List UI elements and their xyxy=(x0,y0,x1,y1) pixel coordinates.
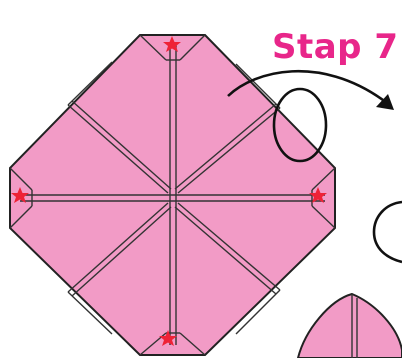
step-title: Stap 7 xyxy=(272,30,402,64)
partial-circle xyxy=(374,202,402,262)
next-step-preview xyxy=(298,294,402,358)
